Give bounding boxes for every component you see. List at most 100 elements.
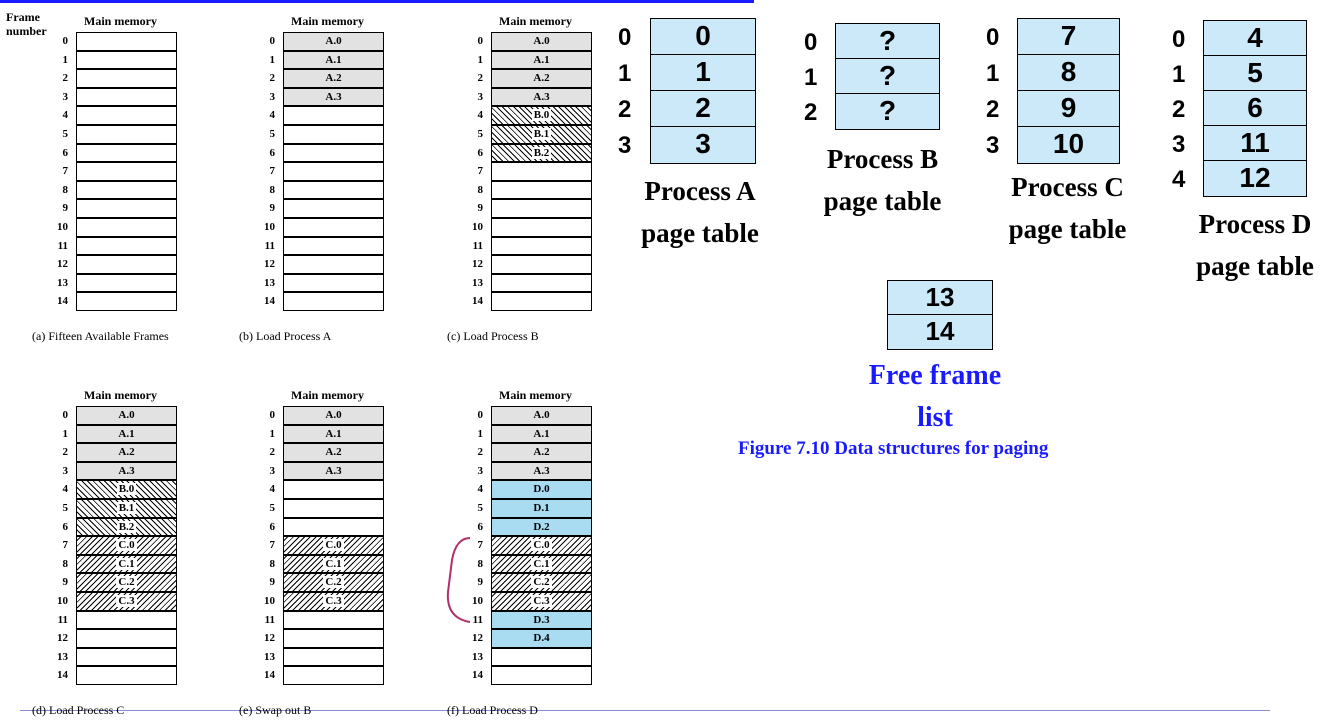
frame-number: 9 bbox=[269, 576, 276, 589]
frame-number: 2 bbox=[477, 72, 484, 85]
frame-page-label: A.0 bbox=[118, 409, 135, 421]
page-table-entry: 5 bbox=[1203, 55, 1307, 92]
memory-frame-row: 13 bbox=[249, 647, 389, 667]
page-table-label: Process B bbox=[826, 144, 939, 174]
memory-frame-row: 0 bbox=[42, 32, 182, 51]
memory-frame-cell: A.1 bbox=[283, 50, 384, 70]
frame-number: 11 bbox=[472, 613, 483, 626]
frame-number: 11 bbox=[264, 613, 275, 626]
frame-page-label: A.2 bbox=[118, 446, 135, 459]
memory-frame-cell bbox=[283, 517, 384, 537]
frame-number: 12 bbox=[264, 632, 275, 645]
memory-frame-cell: B.2 bbox=[491, 143, 592, 163]
memory-frame-cell: D.4 bbox=[491, 629, 592, 648]
memory-frame-cell: A.2 bbox=[283, 443, 384, 462]
frame-number: 0 bbox=[269, 35, 276, 47]
page-table-entry: 4 bbox=[1203, 20, 1307, 57]
memory-frame-row: 14 bbox=[42, 292, 182, 311]
frame-number: 1 bbox=[477, 53, 484, 66]
memory-frame-row: 5 bbox=[249, 125, 389, 144]
page-table-entry: 7 bbox=[1017, 18, 1120, 56]
frame-page-label: A.0 bbox=[325, 409, 342, 421]
memory-frame-cell bbox=[283, 666, 384, 685]
memory-frame-cell: C.3 bbox=[76, 592, 177, 611]
frame-page-label: C.3 bbox=[116, 595, 137, 607]
memory-frame-cell: A.1 bbox=[491, 424, 592, 444]
frame-page-label: A.0 bbox=[325, 35, 342, 47]
memory-frame-cell bbox=[283, 629, 384, 648]
frame-number: 12 bbox=[57, 258, 68, 271]
frame-number: 5 bbox=[477, 502, 484, 514]
memory-frame-row: 14 bbox=[457, 292, 597, 311]
frame-number: 6 bbox=[477, 520, 484, 533]
memory-frame-cell bbox=[76, 32, 177, 51]
frame-page-label: D.4 bbox=[533, 632, 550, 645]
memory-frame-row: 9 bbox=[42, 199, 182, 218]
frame-number: 10 bbox=[472, 221, 483, 233]
page-table-entry: 8 bbox=[1017, 54, 1120, 92]
page-number: 3 bbox=[618, 132, 632, 159]
memory-frame-cell: C.2 bbox=[491, 573, 592, 592]
memory-panel-caption: (f) Load Process D bbox=[447, 703, 538, 717]
memory-frame-row: 6 bbox=[249, 143, 389, 163]
frame-page-label: D.0 bbox=[533, 483, 550, 496]
memory-frame-cell: A.0 bbox=[491, 32, 592, 51]
memory-frame-cell: C.2 bbox=[76, 573, 177, 592]
frame-page-label: A.1 bbox=[325, 53, 342, 66]
frame-number: 14 bbox=[472, 669, 483, 682]
memory-panel-caption: (d) Load Process C bbox=[32, 703, 125, 717]
memory-frame-cell: A.1 bbox=[76, 424, 177, 444]
memory-title: Main memory bbox=[84, 14, 157, 28]
frame-number: 14 bbox=[264, 295, 275, 308]
memory-frame-row: 10 bbox=[249, 218, 389, 237]
frame-number: 0 bbox=[477, 35, 484, 47]
frame-number: 5 bbox=[269, 502, 276, 514]
memory-title: Main memory bbox=[499, 14, 572, 28]
page-table-entry: ? bbox=[835, 23, 940, 60]
page-number: 2 bbox=[1172, 96, 1186, 123]
page-table-entry: 9 bbox=[1017, 90, 1120, 128]
memory-frame-row: 0 A.0 bbox=[457, 32, 597, 51]
page-table-entry: 0 bbox=[650, 18, 756, 56]
frame-number: 4 bbox=[269, 109, 276, 122]
frame-number: 14 bbox=[264, 669, 275, 682]
frame-number: 1 bbox=[62, 427, 69, 440]
frame-number: 11 bbox=[264, 239, 275, 252]
page-table-label: page table bbox=[1008, 214, 1127, 244]
page-table-entry: 6 bbox=[1203, 90, 1307, 127]
page-table-entry: 3 bbox=[650, 126, 756, 164]
memory-frame-row: 8 bbox=[457, 180, 597, 200]
frame-number: 8 bbox=[269, 183, 276, 196]
memory-frame-row: 7 bbox=[42, 162, 182, 181]
page-table-entry: 1 bbox=[650, 54, 756, 92]
memory-frame-cell bbox=[283, 292, 384, 311]
memory-frame-cell bbox=[76, 143, 177, 163]
memory-frame-cell bbox=[283, 106, 384, 125]
memory-frame-cell bbox=[76, 647, 177, 667]
frame-page-label: B.0 bbox=[531, 109, 552, 122]
frame-number: 3 bbox=[477, 464, 484, 477]
memory-frame-row: 5 bbox=[42, 125, 182, 144]
frame-number: 4 bbox=[62, 483, 69, 496]
memory-frame-cell bbox=[283, 647, 384, 667]
frame-number: 6 bbox=[269, 146, 276, 159]
frame-page-label: A.2 bbox=[325, 446, 342, 459]
memory-frame-row: 13 bbox=[42, 647, 182, 667]
memory-frame-cell: C.0 bbox=[283, 536, 384, 555]
frame-number: 12 bbox=[472, 258, 483, 271]
frame-page-label: C.2 bbox=[323, 576, 344, 589]
frame-number: 8 bbox=[62, 183, 69, 196]
memory-frame-row: 14 bbox=[42, 666, 182, 685]
memory-panel-caption: (b) Load Process A bbox=[239, 329, 332, 343]
memory-frame-cell: A.0 bbox=[283, 32, 384, 51]
memory-frame-row: 10 bbox=[457, 218, 597, 237]
